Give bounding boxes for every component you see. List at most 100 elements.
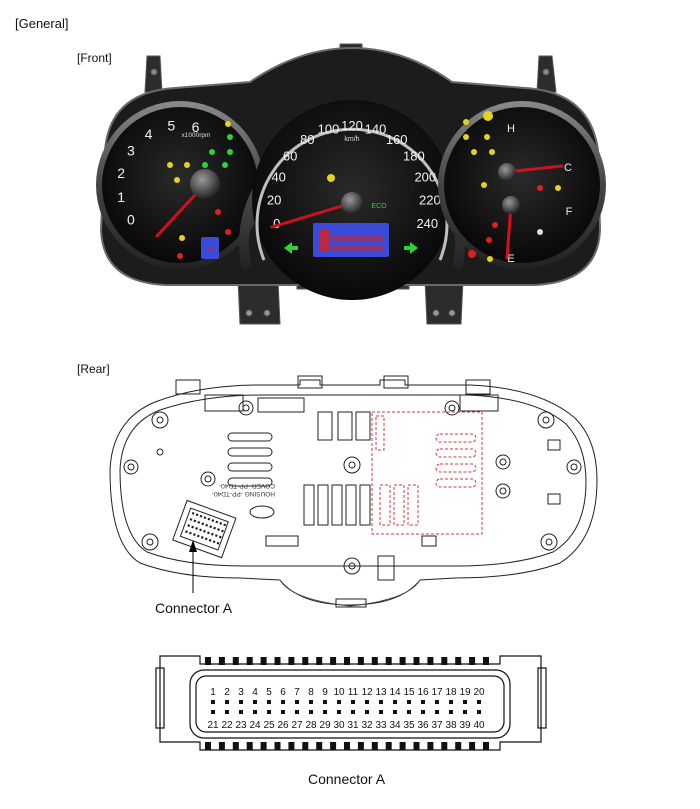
pin-contact (309, 710, 313, 714)
rear-pin (191, 525, 195, 529)
pin-number: 34 (389, 720, 401, 731)
pin-contact (379, 710, 383, 714)
connector-tooth (399, 657, 406, 665)
general-heading: [General] (15, 16, 69, 31)
connector-tooth (371, 742, 378, 750)
pin-number: 16 (417, 687, 429, 698)
speed-needle (270, 201, 354, 229)
pin-number: 15 (403, 687, 415, 698)
connector-a-caption: Connector A (308, 771, 386, 787)
pin-number: 3 (238, 687, 244, 698)
speed-tick-label: 160 (386, 132, 408, 147)
connector-tooth (260, 657, 267, 665)
pin-contact (281, 700, 285, 704)
pin-number: 13 (375, 687, 387, 698)
pin-number: 22 (221, 720, 233, 731)
connector-tooth (357, 742, 364, 750)
connector-tooth (232, 742, 239, 750)
rear-pin (217, 528, 220, 531)
pin-contact (435, 710, 439, 714)
connector-a-callout: Connector A (155, 600, 233, 616)
connector-tooth (205, 657, 211, 665)
speed-tick-label: 240 (416, 216, 438, 231)
right-indicators (463, 111, 561, 262)
tach-tick-label: 6 (192, 119, 200, 135)
connector-tooth (483, 742, 489, 750)
fuel-empty-label: E (507, 253, 514, 265)
rear-pin (207, 531, 210, 535)
pin-contact (225, 700, 229, 704)
rear-ribs (227, 432, 561, 581)
rear-pin (218, 535, 222, 539)
pin-contact (365, 710, 369, 714)
connector-tooth (427, 742, 434, 750)
rear-pin (189, 518, 193, 521)
speed-tick-label: 100 (318, 122, 340, 137)
pin-number: 35 (403, 720, 415, 731)
rear-pin (203, 529, 206, 533)
pin-contact (407, 710, 411, 714)
right-turn-signal-icon (404, 242, 418, 254)
speed-tick-label: 120 (341, 118, 363, 133)
temp-hot-label: H (507, 123, 515, 135)
connector-tooth (330, 657, 337, 665)
pin-contact (323, 700, 327, 704)
connector-tooth (218, 742, 225, 750)
rear-pin (214, 534, 218, 538)
tach-indicators: ◖ (167, 121, 233, 259)
pin-number: 9 (322, 687, 328, 698)
connector-tooth (205, 742, 211, 750)
rear-pin (204, 537, 208, 541)
connector-tooth (316, 742, 323, 750)
warning-light (327, 174, 335, 182)
tach-tick-label: 0 (127, 211, 135, 227)
pin-number: 33 (375, 720, 387, 731)
pin-number: 32 (361, 720, 373, 731)
pin-contact (309, 700, 313, 704)
rear-pin (192, 533, 196, 536)
speed-hub (341, 192, 363, 214)
rear-pin (196, 534, 200, 538)
front-heading: [Front] (77, 51, 112, 65)
tach-unit-label: x1000rpm (182, 132, 211, 139)
connector-tooth (288, 657, 295, 665)
pin-contact (267, 710, 271, 714)
connector-tooth (441, 742, 448, 750)
pin-contact (323, 710, 327, 714)
rear-pin (187, 524, 191, 528)
pin-contact (421, 710, 425, 714)
pin-contact (407, 700, 411, 704)
rear-pin (205, 523, 209, 527)
tach-hub (190, 169, 220, 199)
pin-number: 39 (459, 720, 471, 731)
fuel-full-label: F (566, 206, 573, 218)
pin-contact (281, 710, 285, 714)
pin-number: 6 (280, 687, 286, 698)
speed-unit-label: km/h (344, 136, 359, 143)
pin-number: 19 (459, 687, 471, 698)
rear-pin (188, 531, 192, 535)
housing-marking: HOUSING -PP-TD40- COVER -PP-TD40- (212, 482, 275, 497)
pin-number: 4 (252, 687, 258, 698)
connector-tooth (274, 657, 281, 665)
pin-number: 10 (333, 687, 345, 698)
pin-contact (337, 710, 341, 714)
connector-tooth (344, 657, 350, 665)
pin-contact (253, 710, 257, 714)
pin-number: 18 (445, 687, 457, 698)
pin-contact (295, 700, 299, 704)
connector-tooth (455, 742, 462, 750)
connector-tooth (330, 742, 337, 750)
speed-tick-label: 0 (273, 216, 280, 231)
pin-contact (449, 700, 453, 704)
connector-tooth (441, 657, 448, 665)
pin-number: 21 (207, 720, 219, 731)
connector-tooth (316, 657, 323, 665)
rear-pin (201, 522, 205, 526)
temp-fuel-gauge: H C F E (438, 101, 606, 269)
rear-pin (200, 536, 204, 539)
rear-pin (195, 527, 198, 530)
pin-number: 23 (235, 720, 247, 731)
speed-tick-label: 200 (414, 169, 436, 184)
